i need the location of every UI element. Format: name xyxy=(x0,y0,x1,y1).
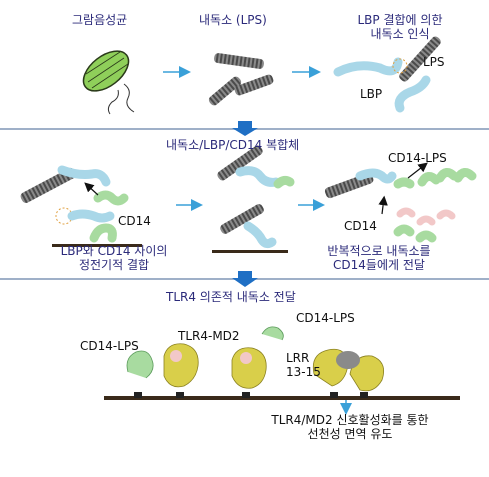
caption-electrostatic-binding: LBP와 CD14 사이의 정전기적 결합 xyxy=(44,244,184,273)
lbp-lps-complex-icon xyxy=(333,36,441,113)
caption-repeated-line2: CD14들에게 전달 xyxy=(333,257,425,272)
label-endotoxin-lps: 내독소 (LPS) xyxy=(199,13,267,27)
cd14-lps-membrane-icon xyxy=(126,350,154,398)
caption-electrostatic-line1: LBP와 CD14 사이의 xyxy=(60,244,168,258)
complex-step2-icon xyxy=(212,145,295,253)
label-cd14-right: CD14 xyxy=(344,219,377,233)
caption-repeated-line1: 반복적으로 내독소를 xyxy=(327,244,431,258)
caption-repeated-transfer: 반복적으로 내독소를 CD14들에게 전달 xyxy=(304,244,454,273)
panel-title-tlr4: TLR4 의존적 내독소 전달 xyxy=(166,290,296,304)
caption-tlr4-line1: TLR4/MD2 신호활성화를 통한 xyxy=(271,413,429,427)
caption-electrostatic-line2: 정전기적 결합 xyxy=(78,257,150,272)
label-lbp-tag: LBP xyxy=(360,87,383,101)
cell-membrane xyxy=(104,396,460,400)
label-cd14-lps-right: CD14-LPS xyxy=(296,311,355,325)
down-arrow-icon xyxy=(232,121,258,136)
label-lbp-binding-line2: 내독소 인식 xyxy=(370,26,430,41)
down-arrow-icon xyxy=(232,271,258,287)
lps-icon xyxy=(208,53,274,106)
label-lrr-line2: 13-15 xyxy=(286,364,321,379)
panel-title-complex: 내독소/LBP/CD14 복합체 xyxy=(166,138,300,152)
complex-step1-icon xyxy=(20,165,142,247)
activated-tlr4-dimer-icon xyxy=(312,348,385,415)
caption-tlr4-activation: TLR4/MD2 신호활성화를 통한 선천성 면역 유도 xyxy=(250,413,450,442)
label-lbp-binding-line1: LBP 결합에 의한 xyxy=(357,13,443,27)
label-tlr4-md2: TLR4-MD2 xyxy=(178,329,240,343)
label-cd14-lps-left: CD14-LPS xyxy=(80,339,139,353)
label-cd14-left: CD14 xyxy=(118,214,151,228)
label-gram-negative-bacteria: 그람음성균 xyxy=(72,13,128,27)
label-lrr: LRR 13-15 xyxy=(286,351,321,380)
caption-tlr4-line2: 선천성 면역 유도 xyxy=(307,426,393,441)
bacterium-icon xyxy=(82,50,135,115)
complex-step3-icon xyxy=(324,162,477,243)
label-lrr-line1: LRR xyxy=(286,351,310,365)
label-cd14-lps-middle: CD14-LPS xyxy=(388,151,447,165)
tlr4-cd14-approach-icon xyxy=(231,326,284,398)
label-lps-tag: LPS xyxy=(423,55,445,69)
tlr4-md2-icon xyxy=(163,343,199,398)
label-lbp-binding: LBP 결합에 의한 내독소 인식 xyxy=(340,13,460,42)
